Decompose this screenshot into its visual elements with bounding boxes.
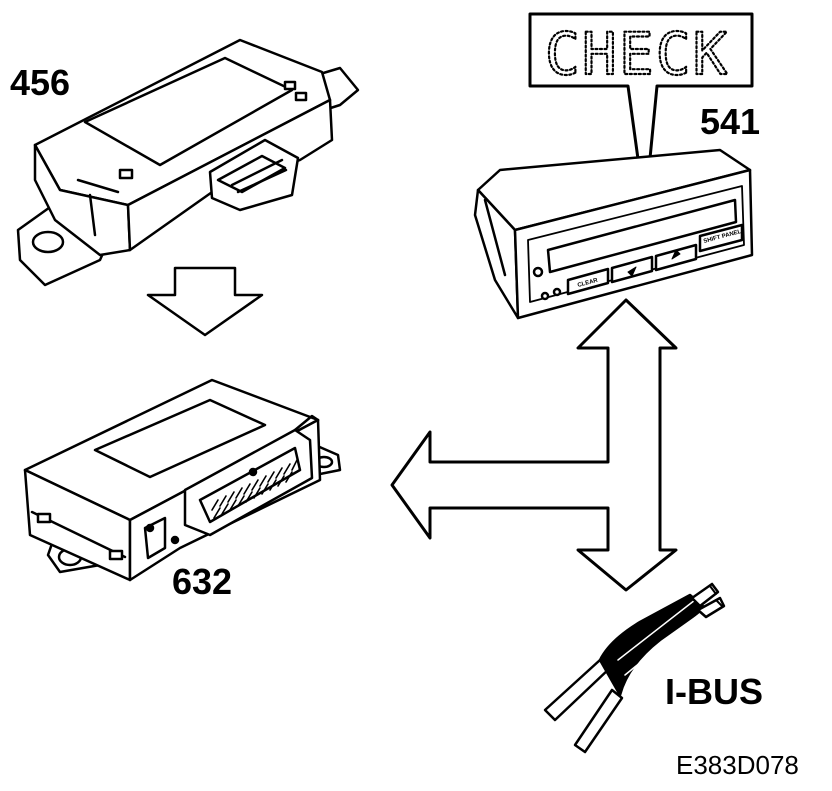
module-632: [23, 378, 342, 582]
module-541: CLEAR SHIFT PANEL: [473, 12, 754, 320]
label-541: 541: [700, 101, 760, 142]
replacement-arrow: [146, 266, 264, 337]
figure-code: E383D078: [676, 750, 799, 780]
label-632: 632: [172, 561, 232, 602]
clear-button-label: CLEAR: [577, 278, 599, 289]
label-ibus: I-BUS: [665, 671, 763, 712]
bus-connection-arrow: [390, 298, 678, 592]
ibus-cable: [543, 582, 726, 754]
display-callout: [528, 12, 754, 212]
module-456: [16, 38, 360, 287]
display-text: CHECK: [545, 20, 730, 88]
label-456: 456: [10, 62, 70, 103]
